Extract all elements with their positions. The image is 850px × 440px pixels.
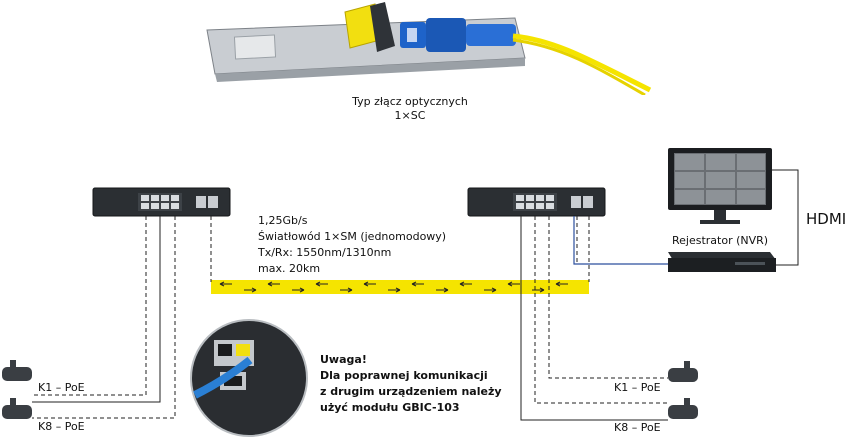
left-switch [92, 187, 231, 217]
monitor [668, 148, 772, 224]
warning-line3: użyć modułu GBIC-103 [320, 401, 460, 414]
warning-title: Uwaga! [320, 353, 367, 366]
right-switch [467, 187, 606, 217]
nvr-device [668, 252, 776, 272]
nvr-link [573, 216, 668, 265]
sfp-module-illustration [206, 2, 652, 95]
spec-wavelength: Tx/Rx: 1550nm/1310nm [258, 246, 392, 259]
connector-caption-line1: Typ złącz optycznych [352, 95, 468, 108]
sfp-port [370, 2, 395, 52]
spec-fiber-type: Światłowód 1×SM (jednomodowy) [258, 230, 447, 243]
sfp-module-side [215, 58, 525, 82]
warning-line1: Dla poprawnej komunikacji [320, 369, 488, 382]
spec-distance: max. 20km [258, 262, 321, 275]
left-camera-cables [32, 216, 176, 419]
right-camera-cables [520, 216, 668, 421]
camera-label-left-k1: K1 – PoE [38, 381, 85, 394]
left-camera-k8 [2, 398, 32, 419]
fiber-link-band [211, 280, 589, 294]
fiber-cable [512, 33, 652, 93]
connector-caption-line2: 1×SC [394, 109, 426, 122]
fiber-link-specs: 1,25Gb/s Światłowód 1×SM (jednomodowy) T… [258, 213, 446, 277]
nvr-label: Rejestrator (NVR) [672, 234, 769, 247]
right-camera-k1 [668, 361, 698, 382]
port-closeup-inset [190, 319, 308, 437]
left-camera-k1 [2, 360, 32, 381]
spec-bandwidth: 1,25Gb/s [258, 214, 308, 227]
sfp-label [233, 34, 277, 60]
warning-line2: z drugim urządzeniem należy [320, 385, 502, 398]
sfp-uplinks [210, 216, 590, 282]
sc-connector [400, 18, 516, 52]
fiber-cable-2 [512, 38, 646, 95]
warning-note: Uwaga! Dla poprawnej komunikacji z drugi… [320, 352, 502, 416]
hdmi-cable [772, 169, 799, 266]
connector-caption: Typ złącz optycznych 1×SC [330, 95, 490, 123]
camera-label-right-k8: K8 – PoE [614, 421, 661, 434]
camera-label-right-k1: K1 – PoE [614, 381, 661, 394]
hdmi-label: HDMI [806, 210, 847, 228]
camera-label-left-k8: K8 – PoE [38, 420, 85, 433]
right-camera-k8 [668, 398, 698, 419]
